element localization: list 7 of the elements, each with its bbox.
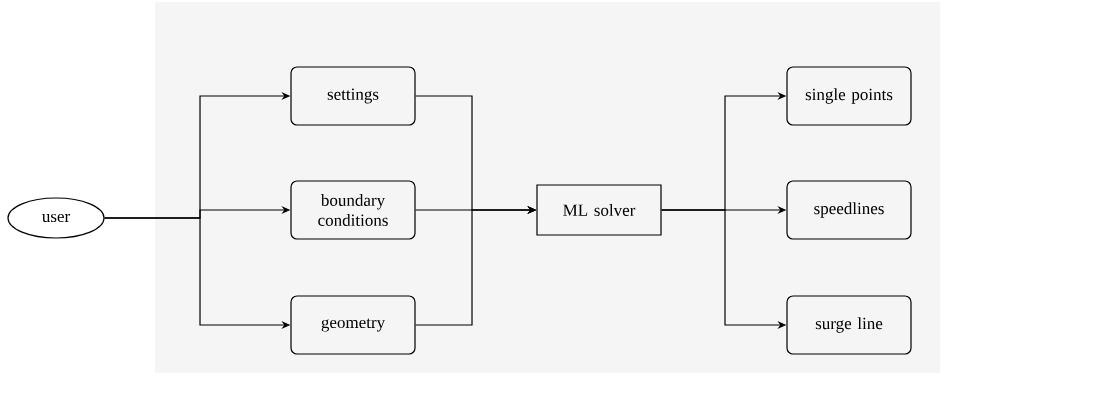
process-box: boundary conditions xyxy=(290,180,416,240)
process-box: geometry xyxy=(290,295,416,355)
process-box: surge line xyxy=(786,295,912,355)
process-box: speedlines xyxy=(786,180,912,240)
solver-box: ML solver xyxy=(536,184,662,236)
process-box: single points xyxy=(786,66,912,126)
process-box: settings xyxy=(290,66,416,126)
